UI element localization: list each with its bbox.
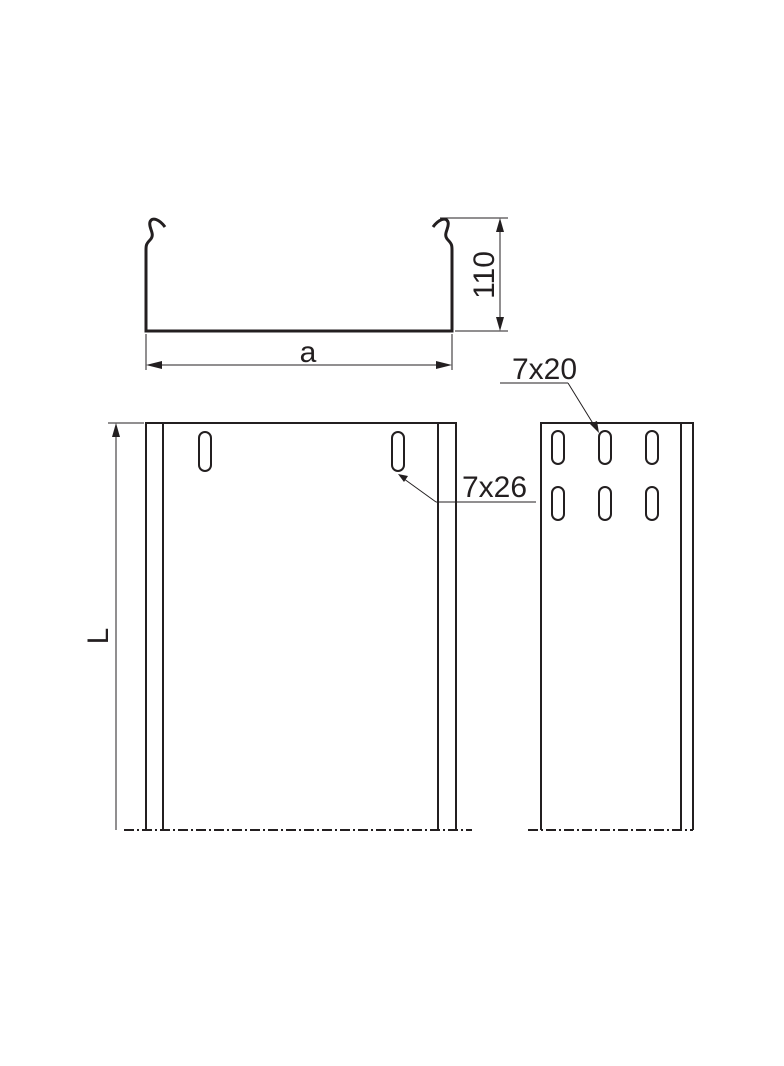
slot-leader-7x26 xyxy=(399,475,536,503)
slot xyxy=(598,486,612,521)
tray-profile xyxy=(144,217,454,333)
length-dimension xyxy=(108,422,144,830)
slot xyxy=(645,430,659,465)
slot xyxy=(198,431,212,472)
slot-label-7x26: 7x26 xyxy=(462,471,527,504)
height-dimension xyxy=(440,217,508,332)
width-dimension xyxy=(145,334,453,370)
slot-leader-7x20 xyxy=(500,382,598,431)
slot xyxy=(391,431,405,472)
length-label: L xyxy=(82,628,115,645)
slot xyxy=(551,430,565,465)
slot xyxy=(551,486,565,521)
height-label: 110 xyxy=(468,251,501,299)
width-label: a xyxy=(300,336,317,369)
slot-label-7x20: 7x20 xyxy=(512,353,577,386)
slot xyxy=(645,486,659,521)
side-view xyxy=(540,422,694,830)
arrowheads xyxy=(112,218,599,482)
front-view xyxy=(145,422,457,830)
slot xyxy=(598,430,612,465)
